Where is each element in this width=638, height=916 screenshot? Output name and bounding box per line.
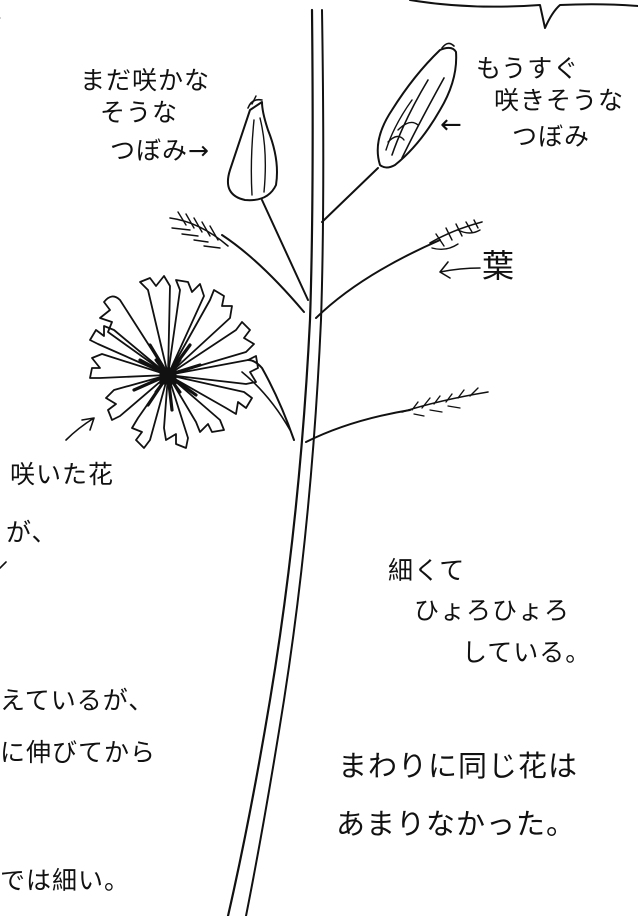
- note-bud-opening-line-2: 咲きそうな: [494, 86, 625, 115]
- note-bud-opening-arrow: ←: [440, 110, 463, 140]
- branch-flower-2: [241, 371, 291, 431]
- branch-lower: [305, 409, 411, 443]
- note-bud-closed-line-2: そうな: [100, 98, 179, 127]
- note-surroundings-line-2: あまりなかった。: [336, 807, 577, 841]
- branch-bud-closed: [261, 199, 309, 301]
- main-stem: [226, 8, 314, 916]
- note-left-fragment-4: では細い。: [0, 866, 131, 895]
- flower-arrow-icon: [65, 417, 95, 441]
- bud-opening-icon: [376, 42, 458, 169]
- note-stem-line-1: 細くて: [388, 556, 466, 585]
- note-surroundings-line-1: まわりに同じ花は: [338, 749, 579, 783]
- note-stem-line-2: ひょろひょろ: [414, 596, 571, 625]
- note-bud-opening-line-3: つぼみ: [512, 122, 591, 151]
- main-stem-inner: [245, 9, 325, 916]
- branch-leaf-left: [221, 234, 305, 313]
- leaf-left-icon: [169, 211, 229, 249]
- leaf-right-icon: [429, 219, 483, 251]
- speech-bubble-outline: [409, 0, 638, 29]
- note-bud-opening-line-1: もうすぐ: [476, 54, 580, 83]
- branch-flower: [247, 359, 295, 441]
- note-stem-line-3: している。: [462, 638, 592, 667]
- note-flower: 咲いた花: [10, 460, 115, 489]
- left-edge-mark: [0, 561, 7, 569]
- branch-leaf-right: [315, 239, 441, 319]
- leaf-lower-icon: [401, 387, 489, 417]
- branch-bud-opening: [321, 167, 379, 223]
- leaf-arrow-icon: [439, 261, 481, 279]
- note-bud-closed-line-3: つぼみ→: [110, 136, 210, 165]
- note-left-fragment-2: えているが、: [0, 686, 155, 715]
- note-left-fragment-1: が、: [6, 518, 58, 547]
- flower-icon: [89, 275, 259, 449]
- note-bud-closed-line-1: まだ咲かな: [80, 66, 211, 95]
- note-leaf: 葉: [482, 247, 516, 285]
- note-left-fragment-3: に伸びてから: [0, 738, 157, 767]
- bud-closed-icon: [226, 95, 278, 202]
